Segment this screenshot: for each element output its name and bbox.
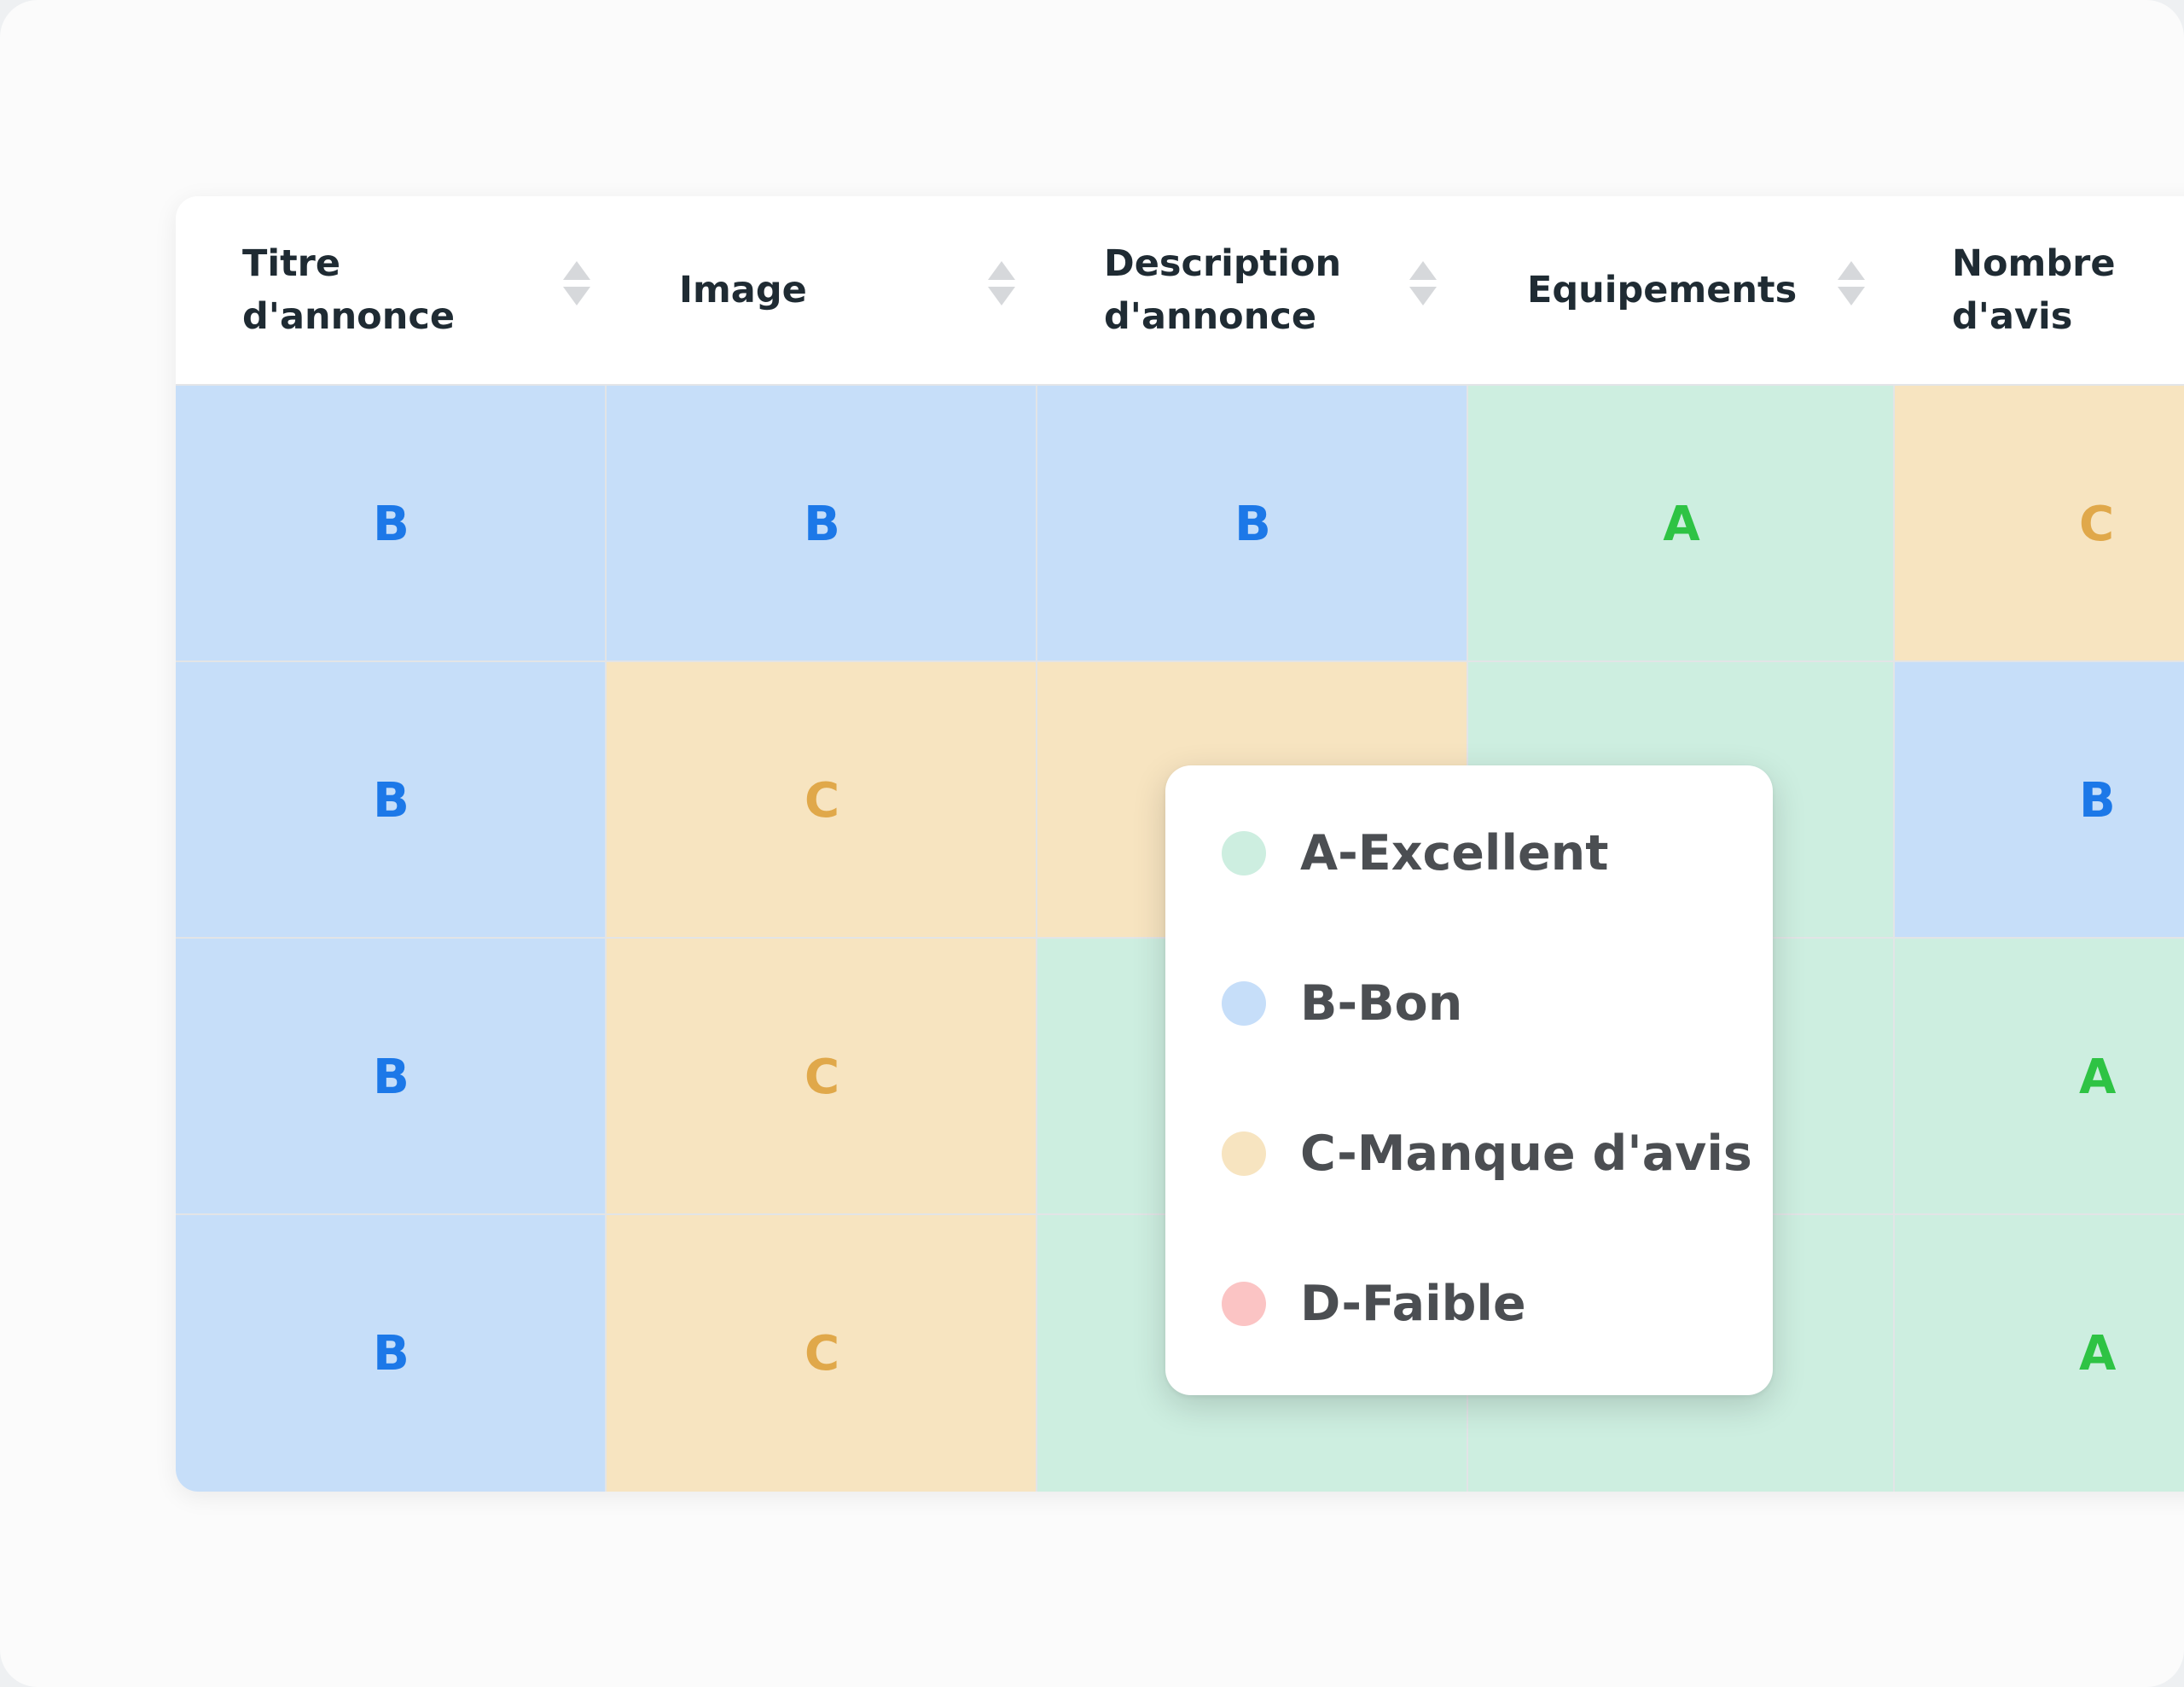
sort-arrows-icon[interactable] bbox=[986, 259, 1017, 307]
grade-label: C bbox=[804, 772, 840, 829]
grade-cell[interactable]: C bbox=[607, 662, 1037, 939]
column-header-label: Equipements bbox=[1527, 269, 1798, 311]
grade-label: B bbox=[373, 1325, 410, 1382]
table-header: Titre d'annonce Image Description d'anno… bbox=[176, 196, 2184, 386]
grade-cell[interactable]: C bbox=[607, 939, 1037, 1215]
grade-label: A bbox=[2079, 1049, 2117, 1105]
legend-label: B-Bon bbox=[1300, 975, 1463, 1032]
grade-label: B bbox=[1234, 496, 1271, 552]
grade-cell[interactable]: B bbox=[176, 939, 607, 1215]
legend-dot-icon bbox=[1222, 831, 1266, 875]
grade-cell[interactable]: B bbox=[176, 386, 607, 662]
grade-cell[interactable]: C bbox=[1895, 386, 2184, 662]
grade-cell[interactable]: A bbox=[1895, 1215, 2184, 1492]
legend-item-faible: D-Faible bbox=[1222, 1270, 1526, 1338]
sort-arrows-icon[interactable] bbox=[1836, 259, 1867, 307]
grade-label: B bbox=[373, 496, 410, 552]
grade-legend-popover: A-Excellent B-Bon C-Manque d'avis D-Faib… bbox=[1165, 765, 1773, 1395]
grade-cell[interactable]: B bbox=[1895, 662, 2184, 939]
grade-cell[interactable]: C bbox=[607, 1215, 1037, 1492]
column-header-description[interactable]: Description d'annonce bbox=[1104, 196, 1341, 384]
grade-label: A bbox=[2079, 1325, 2117, 1382]
column-header-nombre-avis[interactable]: Nombre d'avis bbox=[1952, 196, 2115, 384]
legend-label: C-Manque d'avis bbox=[1300, 1126, 1752, 1182]
column-header-label: Image bbox=[679, 269, 807, 311]
grade-label: A bbox=[1663, 496, 1700, 552]
column-header-equipements[interactable]: Equipements bbox=[1527, 196, 1797, 384]
column-header-label: Titre d'annonce bbox=[242, 242, 455, 338]
column-header-label: Description d'annonce bbox=[1104, 242, 1342, 338]
legend-dot-icon bbox=[1222, 1131, 1266, 1176]
column-header-label: Nombre d'avis bbox=[1952, 242, 2116, 338]
grade-cell[interactable]: B bbox=[176, 1215, 607, 1492]
grade-label: B bbox=[2079, 772, 2116, 829]
sort-arrows-icon[interactable] bbox=[561, 259, 592, 307]
grade-label: B bbox=[804, 496, 840, 552]
grade-cell[interactable]: B bbox=[1037, 386, 1468, 662]
grade-label: B bbox=[373, 1049, 410, 1105]
grade-label: B bbox=[373, 772, 410, 829]
grade-label: C bbox=[2079, 496, 2115, 552]
legend-item-excellent: A-Excellent bbox=[1222, 819, 1608, 887]
legend-item-manque-avis: C-Manque d'avis bbox=[1222, 1120, 1752, 1188]
legend-label: D-Faible bbox=[1300, 1276, 1526, 1332]
legend-dot-icon bbox=[1222, 981, 1266, 1026]
column-header-image[interactable]: Image bbox=[679, 196, 807, 384]
grade-cell[interactable]: B bbox=[607, 386, 1037, 662]
column-header-titre[interactable]: Titre d'annonce bbox=[242, 196, 455, 384]
sort-arrows-icon[interactable] bbox=[1408, 259, 1438, 307]
grades-table: Titre d'annonce Image Description d'anno… bbox=[176, 196, 2184, 1492]
grade-label: C bbox=[804, 1049, 840, 1105]
grade-cell[interactable]: B bbox=[176, 662, 607, 939]
legend-dot-icon bbox=[1222, 1282, 1266, 1326]
legend-item-bon: B-Bon bbox=[1222, 969, 1462, 1038]
grade-cell[interactable]: A bbox=[1895, 939, 2184, 1215]
grade-cell[interactable]: A bbox=[1468, 386, 1895, 662]
grade-label: C bbox=[804, 1325, 840, 1382]
legend-label: A-Excellent bbox=[1300, 825, 1609, 881]
